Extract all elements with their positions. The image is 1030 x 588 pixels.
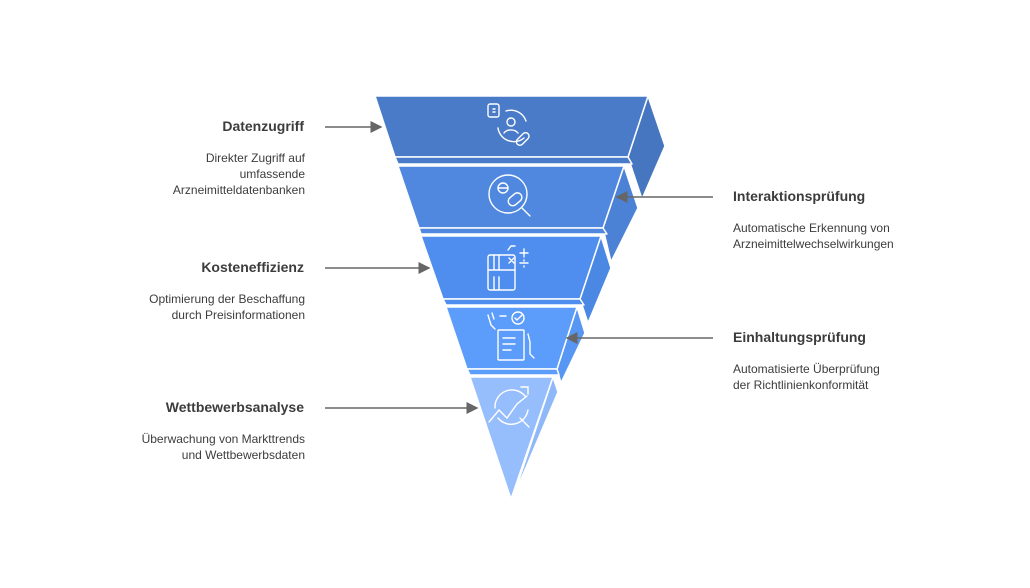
calculator-books-icon [487,245,529,291]
checklist-icon [487,311,535,361]
funnel-layer-3 [420,235,612,324]
heading-interaktionspruefung: Interaktionsprüfung [733,188,866,204]
trend-analysis-icon [488,386,530,428]
heading-kosteneffizienz: Kosteneffizienz [201,259,304,275]
heading-einhaltungspruefung: Einhaltungsprüfung [733,329,866,345]
heading-wettbewerbsanalyse: Wettbewerbsanalyse [165,399,304,415]
funnel-layer-5 [469,376,559,500]
heading-datenzugriff: Datenzugriff [222,118,304,134]
patient-medication-icon [487,103,530,147]
pill-search-icon [488,174,531,217]
